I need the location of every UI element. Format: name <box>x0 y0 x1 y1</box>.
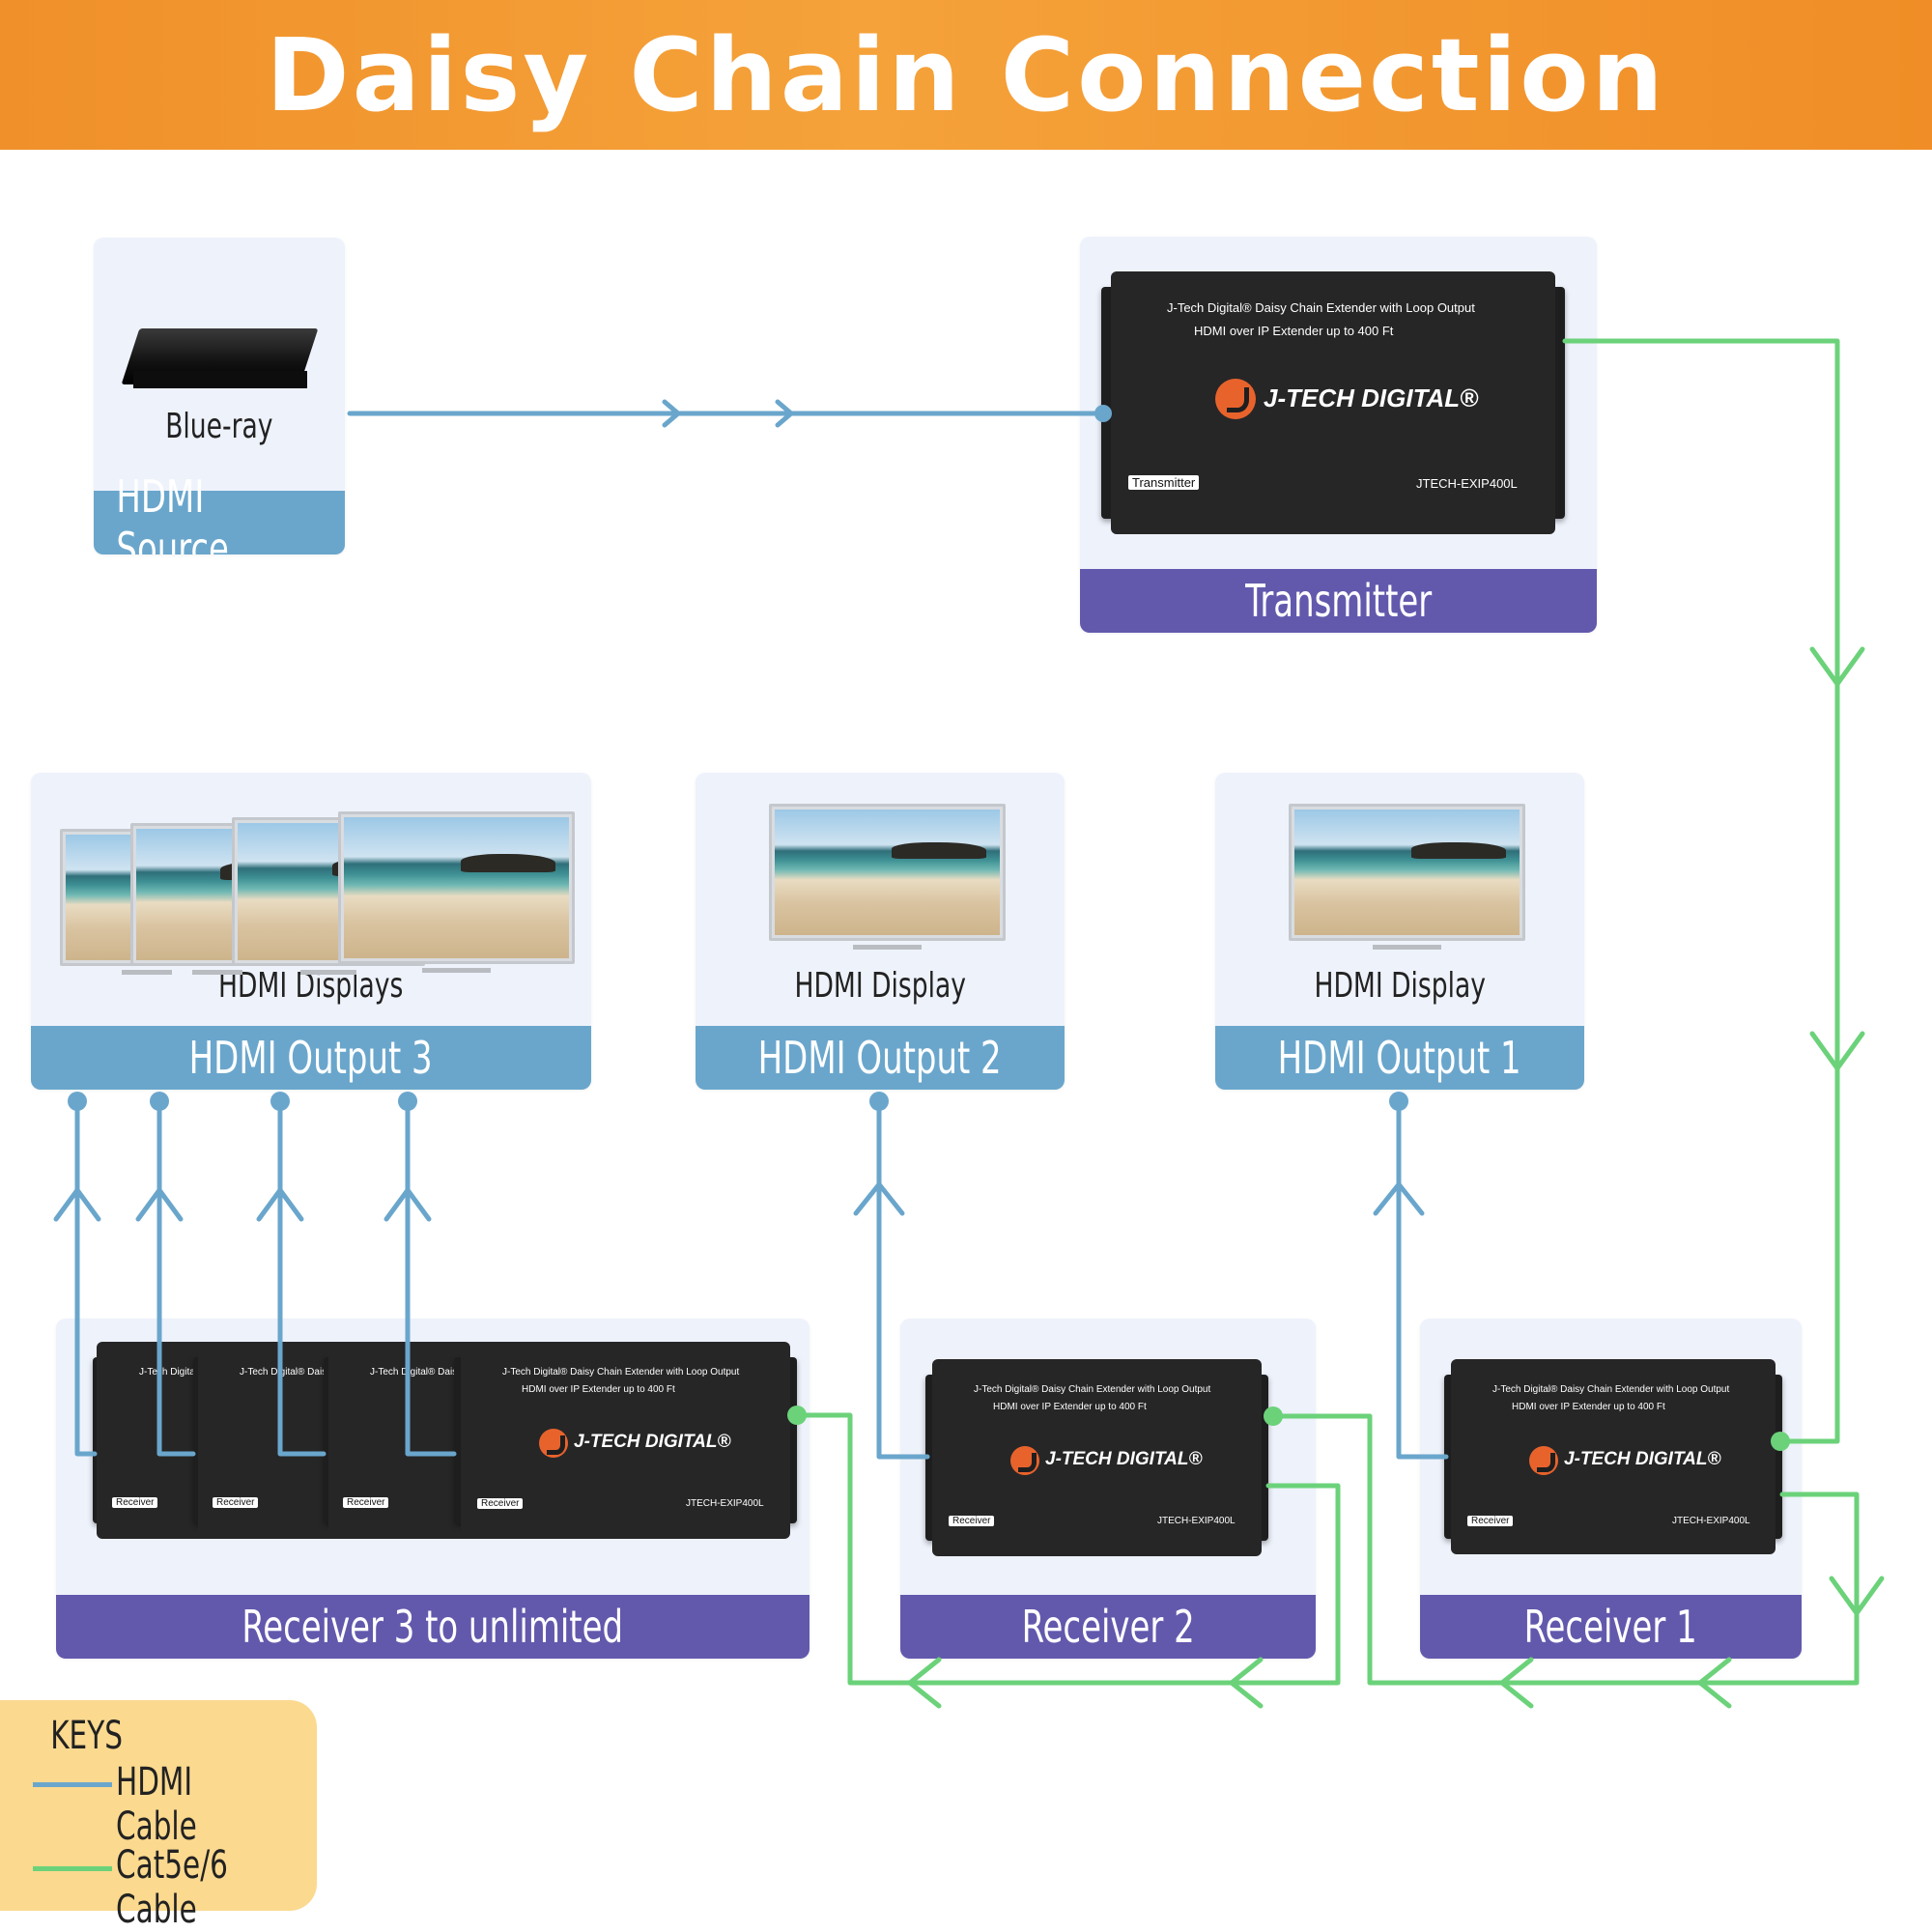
device-mounting-ears <box>1110 271 1556 534</box>
source-band: HDMI Source <box>94 470 345 554</box>
device-brand: J-TECH DIGITAL® <box>1264 384 1479 412</box>
device-line2: HDMI over IP Extender up to 400 Ft <box>522 1384 675 1395</box>
device-model: JTECH-EXIP400L <box>1157 1516 1236 1526</box>
output-2-sub-label: HDMI Display <box>794 966 966 1006</box>
receiver-2-band: Receiver 2 <box>900 1595 1316 1659</box>
jtech-logo-icon <box>1215 379 1256 419</box>
output-1-sub-label: HDMI Display <box>1314 966 1486 1006</box>
legend-cat-label: Cat5e/6 Cable <box>116 1843 228 1932</box>
device-model: JTECH-EXIP400L <box>686 1498 764 1509</box>
hdmi-source-card: Blue-ray HDMI Source <box>94 238 345 554</box>
legend-hdmi-label: HDMI Cable <box>116 1760 197 1849</box>
device-brand: J-TECH DIGITAL® <box>1564 1449 1721 1469</box>
jtech-logo-icon <box>1010 1446 1039 1475</box>
receiver-1-band: Receiver 1 <box>1420 1595 1802 1659</box>
page-title: Daisy Chain Connection <box>266 15 1666 134</box>
device-model: JTECH-EXIP400L <box>1416 476 1518 491</box>
device-line2: HDMI over IP Extender up to 400 Ft <box>1194 324 1394 338</box>
legend-title: KEYS <box>50 1714 123 1758</box>
legend-cat-swatch <box>33 1866 112 1871</box>
tv-display <box>769 804 1006 950</box>
cat-cable-transmitter-to-receiver-1 <box>1562 338 1865 1444</box>
device-tag: Receiver <box>477 1498 524 1509</box>
device-line1: J-Tech Digital® Daisy Chain Extender wit… <box>1167 300 1475 315</box>
device-line1: J-Tech Digital® Daisy Chain Extender wit… <box>1492 1384 1730 1395</box>
title-banner: Daisy Chain Connection <box>0 0 1932 150</box>
receiver-3-device: J-Tech Digital® Daisy Chain Extender wit… <box>454 1342 797 1539</box>
output-3-band: HDMI Output 3 <box>31 1026 591 1090</box>
tv-display <box>338 811 575 973</box>
device-tag: Receiver <box>343 1497 389 1508</box>
device-tag: Receiver <box>949 1516 995 1526</box>
jtech-logo-icon <box>539 1429 568 1458</box>
device-line2: HDMI over IP Extender up to 400 Ft <box>1512 1402 1665 1412</box>
tv-display <box>1289 804 1525 950</box>
device-line2: HDMI over IP Extender up to 400 Ft <box>993 1402 1147 1412</box>
jtech-logo-icon <box>1529 1446 1558 1475</box>
output-2-band: HDMI Output 2 <box>696 1026 1065 1090</box>
device-tag: Receiver <box>213 1497 259 1508</box>
transmitter-band: Transmitter <box>1080 569 1597 633</box>
device-brand: J-TECH DIGITAL® <box>574 1432 731 1452</box>
device-tag: Transmitter <box>1128 475 1200 490</box>
output-1-band: HDMI Output 1 <box>1215 1026 1584 1090</box>
legend-hdmi-swatch <box>33 1782 112 1787</box>
device-line1: J-Tech Digital® Daisy Chain Extender wit… <box>502 1367 740 1378</box>
receiver-3-band: Receiver 3 to unlimited <box>56 1595 810 1659</box>
device-tag: Receiver <box>112 1497 158 1508</box>
source-device-label: Blue-ray <box>165 407 273 446</box>
hdmi-cable-source-to-transmitter <box>347 399 1106 428</box>
device-model: JTECH-EXIP400L <box>1672 1516 1750 1526</box>
bluray-player-front <box>133 371 307 388</box>
device-tag: Receiver <box>1467 1516 1514 1526</box>
receiver-1-device: J-Tech Digital® Daisy Chain Extender wit… <box>1444 1359 1782 1554</box>
transmitter-device: J-Tech Digital® Daisy Chain Extender wit… <box>1101 271 1565 534</box>
receiver-2-device: J-Tech Digital® Daisy Chain Extender wit… <box>925 1359 1268 1556</box>
device-brand: J-TECH DIGITAL® <box>1045 1449 1203 1469</box>
legend-keys: KEYS HDMI Cable Cat5e/6 Cable <box>0 1700 317 1932</box>
device-line1: J-Tech Digital® Daisy Chain Extender wit… <box>974 1384 1211 1395</box>
